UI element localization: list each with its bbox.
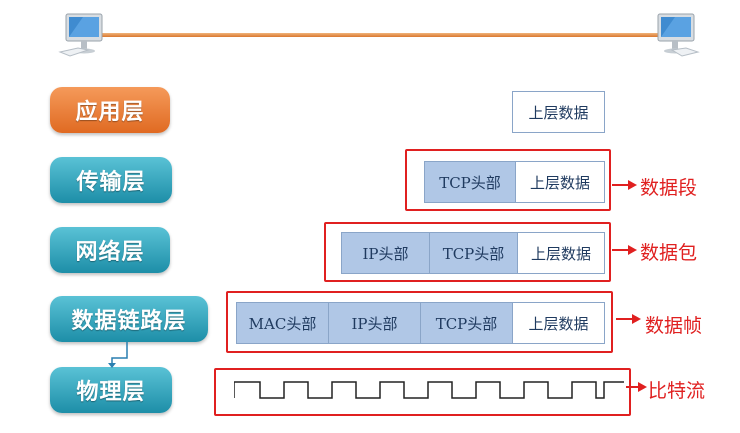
computer-left-icon	[58, 12, 106, 60]
tcp-header-cell: TCP头部	[425, 162, 516, 202]
bitstream-arrow-icon	[626, 382, 647, 392]
bitstream-waveform	[234, 381, 624, 399]
bitstream-highlight	[214, 368, 631, 416]
tcp-header-cell: TCP头部	[430, 233, 518, 273]
packet-label: 数据包	[640, 242, 698, 264]
frame-highlight	[226, 291, 613, 353]
upper-data-cell: 上层数据	[516, 162, 604, 202]
frame-label: 数据帧	[645, 315, 703, 337]
application-data-box: 上层数据	[512, 91, 605, 133]
ip-header-cell: IP头部	[342, 233, 430, 273]
layer-network-button[interactable]: 网络层	[50, 227, 170, 273]
packet-arrow-icon	[612, 245, 637, 255]
segment-highlight	[405, 149, 611, 211]
packet-highlight	[324, 222, 611, 282]
connector-arrow-icon	[108, 342, 128, 368]
layer-datalink-button[interactable]: 数据链路层	[50, 296, 208, 342]
layer-transport-button[interactable]: 传输层	[50, 157, 172, 203]
tcp-header-cell: TCP头部	[421, 303, 513, 343]
frame-arrow-icon	[616, 314, 641, 324]
application-data-cell: 上层数据	[513, 92, 604, 132]
segment-label: 数据段	[640, 177, 698, 199]
segment-arrow-icon	[612, 180, 637, 190]
bitstream-label: 比特流	[648, 380, 706, 402]
layer-physical-button[interactable]: 物理层	[50, 367, 172, 413]
frame-box: MAC头部 IP头部 TCP头部 上层数据	[236, 302, 605, 344]
upper-data-cell: 上层数据	[513, 303, 604, 343]
computer-right-icon	[652, 12, 700, 60]
ip-header-cell: IP头部	[329, 303, 421, 343]
mac-header-cell: MAC头部	[237, 303, 329, 343]
segment-box: TCP头部 上层数据	[424, 161, 605, 203]
network-link	[100, 33, 660, 37]
upper-data-cell: 上层数据	[518, 233, 604, 273]
packet-box: IP头部 TCP头部 上层数据	[341, 232, 605, 274]
layer-application-button[interactable]: 应用层	[50, 87, 170, 133]
